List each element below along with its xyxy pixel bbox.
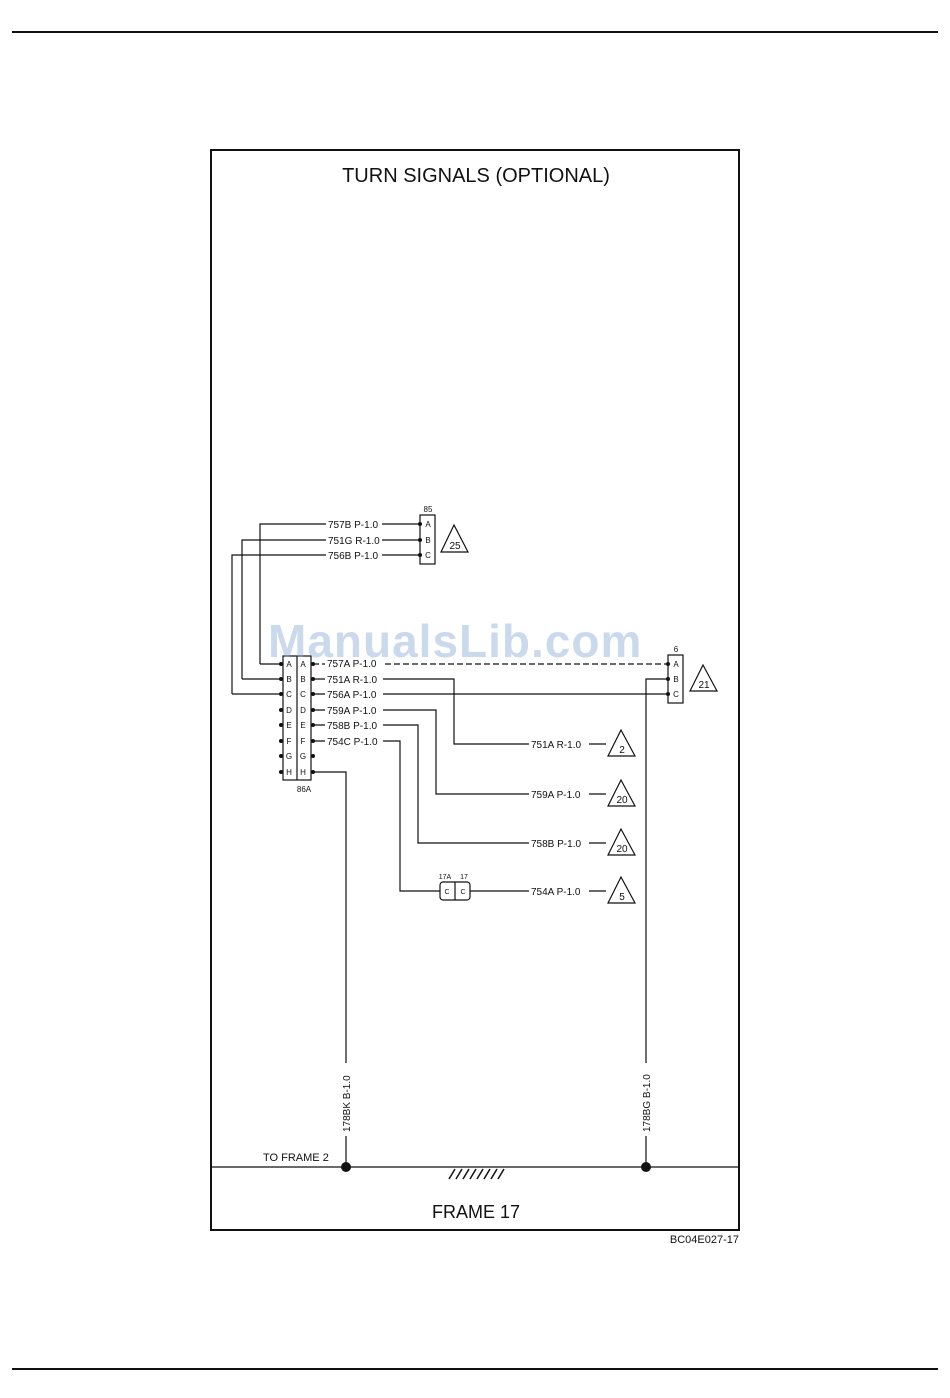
ref-21-label: 21 [698, 680, 710, 691]
wire-751g-label: 751G R-1.0 [328, 536, 380, 547]
wire-178bg [645, 678, 668, 1063]
pin-label: G [300, 752, 306, 761]
pin-label: H [300, 768, 306, 777]
label-bg [529, 787, 589, 801]
ground-node-right [641, 1162, 651, 1172]
pin-label: H [286, 768, 292, 777]
connector-86a-left-dots [279, 662, 283, 774]
connector-85-pin-c: C [425, 551, 431, 560]
ground-left-label: 178BK B-1.0 [342, 1075, 353, 1132]
ground-right-label: 178BG B-1.0 [642, 1074, 653, 1132]
pin-label: E [286, 721, 291, 730]
wire-759a-label: 759A P-1.0 [327, 706, 377, 717]
label-bg [529, 737, 589, 751]
label-bg [326, 548, 382, 562]
pin-label: B [286, 675, 291, 684]
ref-triangle-5 [607, 875, 637, 904]
top-rule [12, 31, 938, 33]
pin-label: C [300, 690, 306, 699]
frame-border [210, 149, 740, 1231]
label-bg [326, 517, 382, 531]
wire-754c-label: 754C P-1.0 [327, 737, 378, 748]
ground-node-left [341, 1162, 351, 1172]
splice-pin-right: C [460, 889, 465, 896]
connector-right-label: 6 [674, 645, 679, 654]
bottom-rule [12, 1368, 938, 1370]
ref-triangle-2 [607, 728, 637, 757]
wire-756b-label: 756B P-1.0 [328, 551, 378, 562]
pin-label: F [287, 737, 292, 746]
label-bg [325, 672, 383, 685]
ref-2-label: 2 [619, 745, 625, 756]
label-bg [325, 734, 383, 747]
label-bg [529, 884, 589, 898]
watermark: ManualsLib.com [268, 615, 643, 667]
ref-triangle-25 [440, 523, 469, 553]
label-bg [325, 703, 383, 716]
pin-label: D [286, 706, 292, 715]
wire-754c [313, 740, 440, 892]
figure-code: BC04E027-17 [670, 1234, 739, 1246]
splice-pin-left: C [444, 889, 449, 896]
out-758b-label: 758B P-1.0 [531, 839, 581, 850]
wire-751a-label: 751A R-1.0 [327, 675, 377, 686]
wire-757b-label: 757B P-1.0 [328, 520, 378, 531]
wire-756a-label: 756A P-1.0 [327, 690, 377, 701]
out-759a-label: 759A P-1.0 [531, 790, 581, 801]
wire-178bk [313, 771, 347, 1063]
ref-20b-label: 20 [616, 844, 628, 855]
splice-17a-label: 17A [439, 874, 452, 881]
pin-dot [418, 522, 422, 526]
out-751a-label: 751A R-1.0 [531, 740, 581, 751]
pin-label: E [300, 721, 305, 730]
to-frame-label: TO FRAME 2 [263, 1152, 329, 1164]
pin-label: A [300, 660, 306, 669]
out-754a-label: 754A P-1.0 [531, 887, 581, 898]
pin-label: A [286, 660, 292, 669]
label-bg [325, 656, 383, 669]
connector-85-pin-b: B [425, 536, 430, 545]
connector-86a-label: 86A [297, 785, 312, 794]
ref-triangle-20b [607, 827, 637, 856]
label-bg [326, 533, 382, 547]
pin-dot [418, 538, 422, 542]
ref-triangle-21 [689, 663, 719, 692]
connector-right-pin-b: B [673, 675, 678, 684]
pin-label: F [301, 737, 306, 746]
pin-label: D [300, 706, 306, 715]
splice-17-label: 17 [460, 874, 468, 881]
wire-751a [313, 678, 588, 745]
diagram-title: TURN SIGNALS (OPTIONAL) [342, 165, 610, 187]
wire-757a-label: 757A P-1.0 [327, 659, 377, 670]
frame-label: FRAME 17 [432, 1202, 520, 1222]
connector-86a-pins: A B C D E F G H A B C D E F G H [286, 660, 306, 777]
pin-dot [666, 692, 670, 696]
connector-85-label: 85 [424, 505, 433, 514]
ref-25-label: 25 [449, 541, 461, 552]
label-bg [529, 836, 589, 850]
label-bg [325, 718, 383, 731]
pin-label: G [286, 752, 292, 761]
pin-dot [666, 662, 670, 666]
ref-20a-label: 20 [616, 795, 628, 806]
pin-dot [418, 553, 422, 557]
pin-label: B [300, 675, 305, 684]
label-bg [325, 687, 383, 700]
pin-label: C [286, 690, 292, 699]
ref-triangle-20a [607, 778, 637, 807]
connector-right-pin-a: A [673, 660, 679, 669]
connector-85-pin-a: A [425, 520, 431, 529]
ref-5-label: 5 [619, 892, 625, 903]
wire-758b-label: 758B P-1.0 [327, 721, 377, 732]
break-mark [448, 1168, 505, 1180]
connector-right-pin-c: C [673, 690, 679, 699]
